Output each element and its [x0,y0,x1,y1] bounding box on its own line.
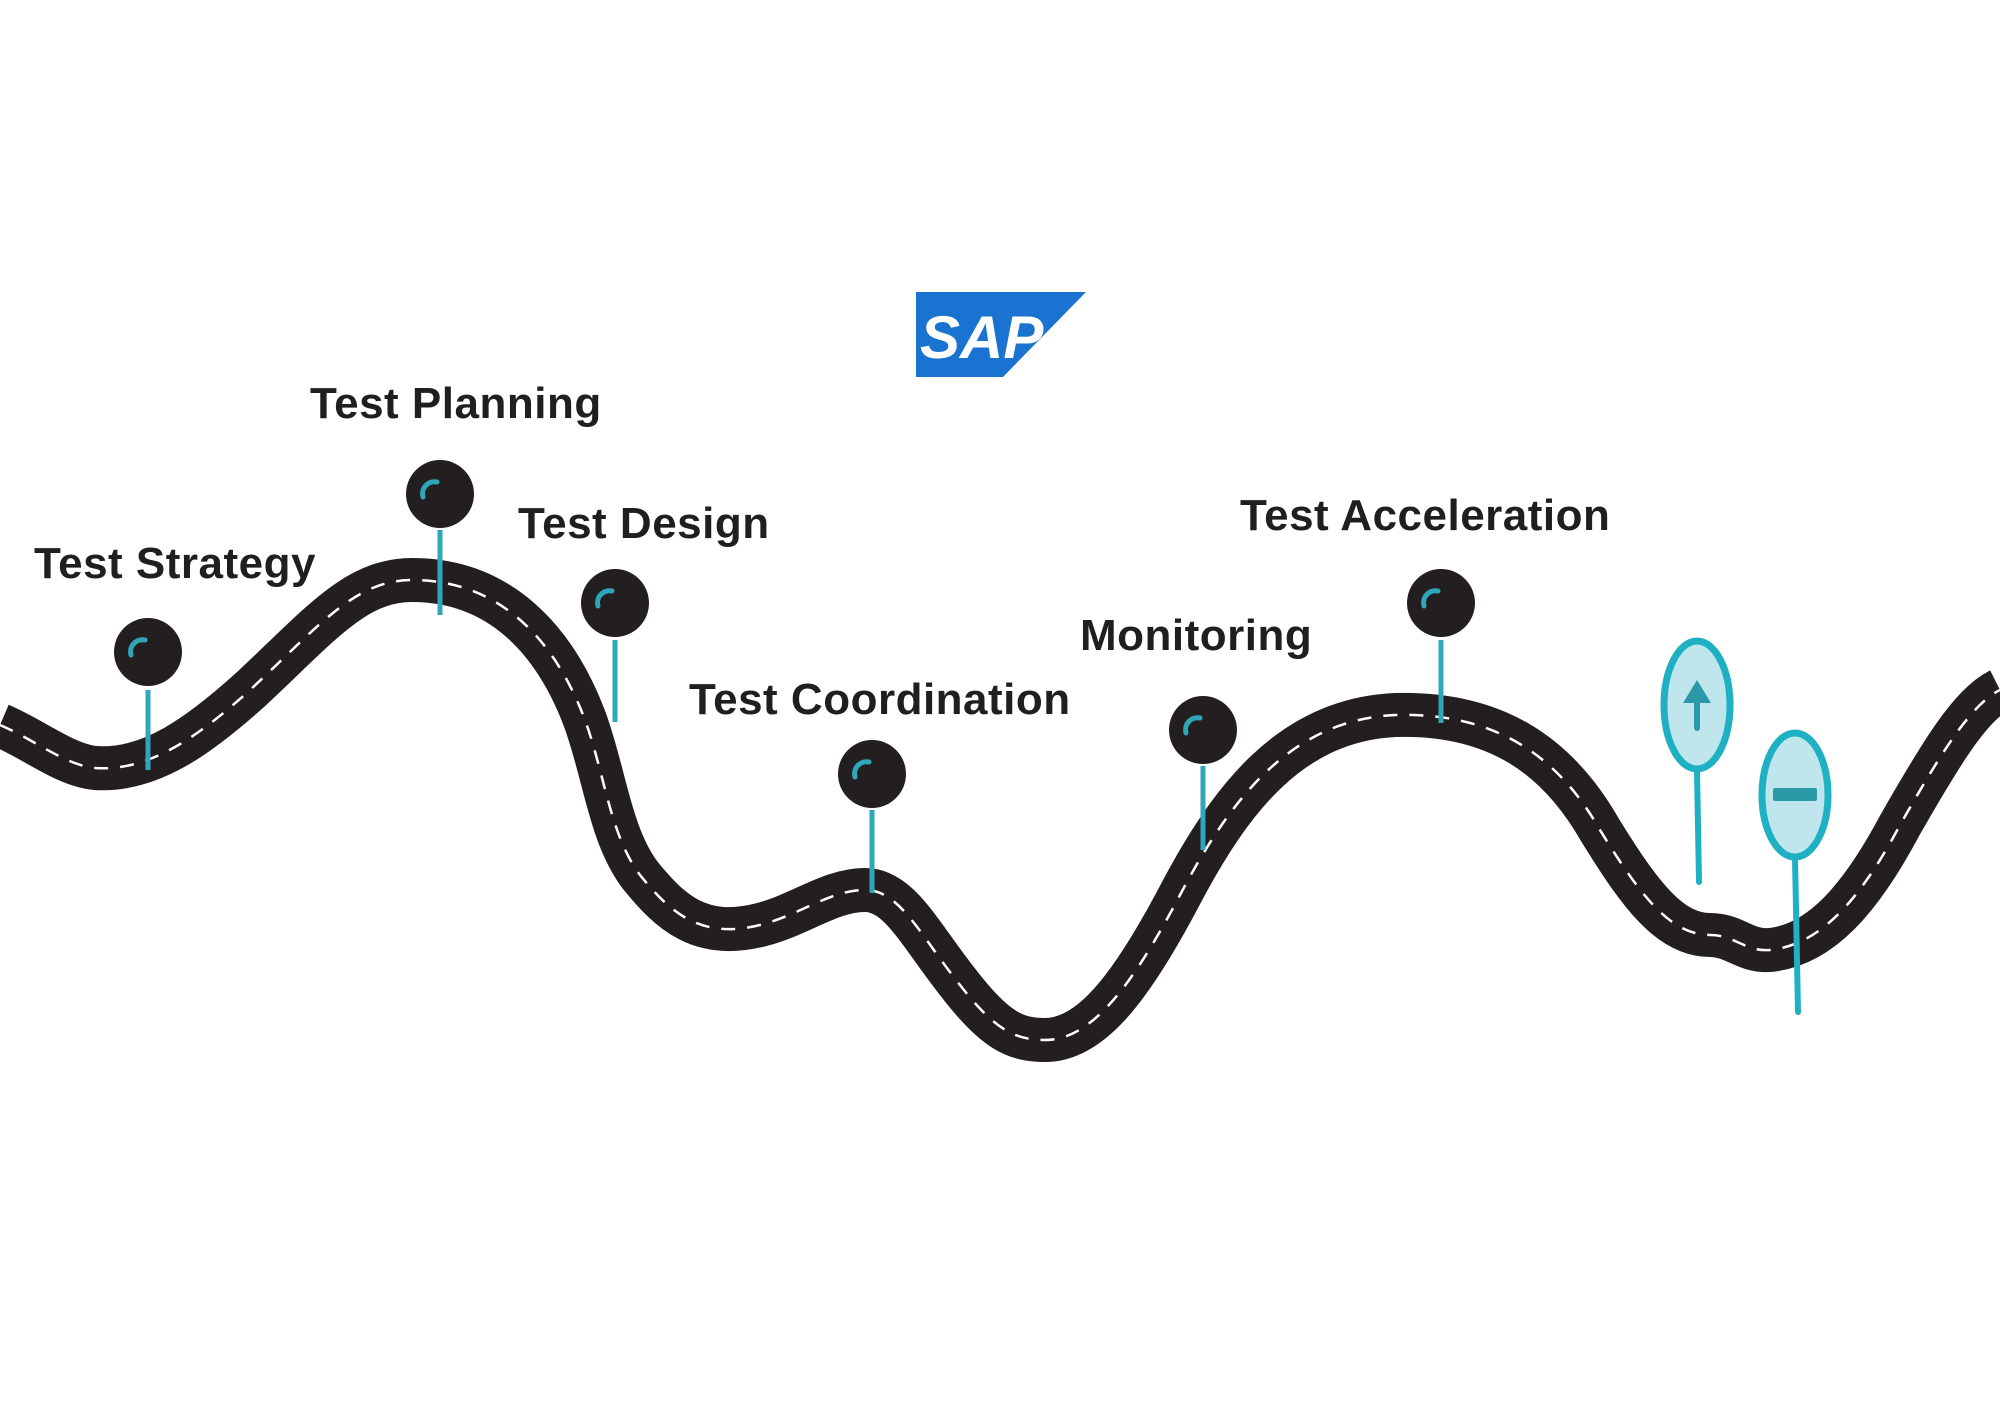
minus-icon [1773,788,1817,801]
milestone-marker [1169,696,1237,764]
milestone-marker [406,460,474,528]
sap-logo: SAP [916,292,1086,377]
milestone-label: Test Acceleration [1240,491,1610,540]
winding-road [0,557,2000,1063]
milestone-test-design: Test Design [518,499,770,722]
marker-arc-icon [1421,588,1441,609]
marker-arc-icon [128,637,148,658]
road-sign-minus [1758,729,1832,1015]
sap-logo-shape [916,292,1086,377]
sign-pole [1792,855,1801,1015]
milestone-marker [838,740,906,808]
milestone-label: Test Coordination [689,675,1071,724]
milestone-test-strategy: Test Strategy [34,539,316,770]
milestone-test-planning: Test Planning [310,379,602,615]
marker-arc-icon [420,479,440,500]
milestone-monitoring: Monitoring [1080,611,1312,850]
milestone-label: Test Strategy [34,539,316,588]
milestone-marker [114,618,182,686]
milestone-test-coordination: Test Coordination [689,675,1071,893]
road-sign-arrow-up [1660,637,1734,885]
milestone-label: Test Planning [310,379,602,428]
milestone-test-acceleration: Test Acceleration [1240,491,1610,723]
sap-logo-text: SAP [920,304,1044,371]
milestone-marker [1407,569,1475,637]
milestone-label: Monitoring [1080,611,1312,660]
marker-arc-icon [852,759,872,780]
milestone-marker [581,569,649,637]
sign-pole [1694,767,1702,885]
road-center-dashes [0,578,2000,1042]
marker-arc-icon [1183,715,1203,736]
arrow-up-icon [1683,680,1711,731]
marker-arc-icon [595,588,615,609]
milestone-label: Test Design [518,499,770,548]
